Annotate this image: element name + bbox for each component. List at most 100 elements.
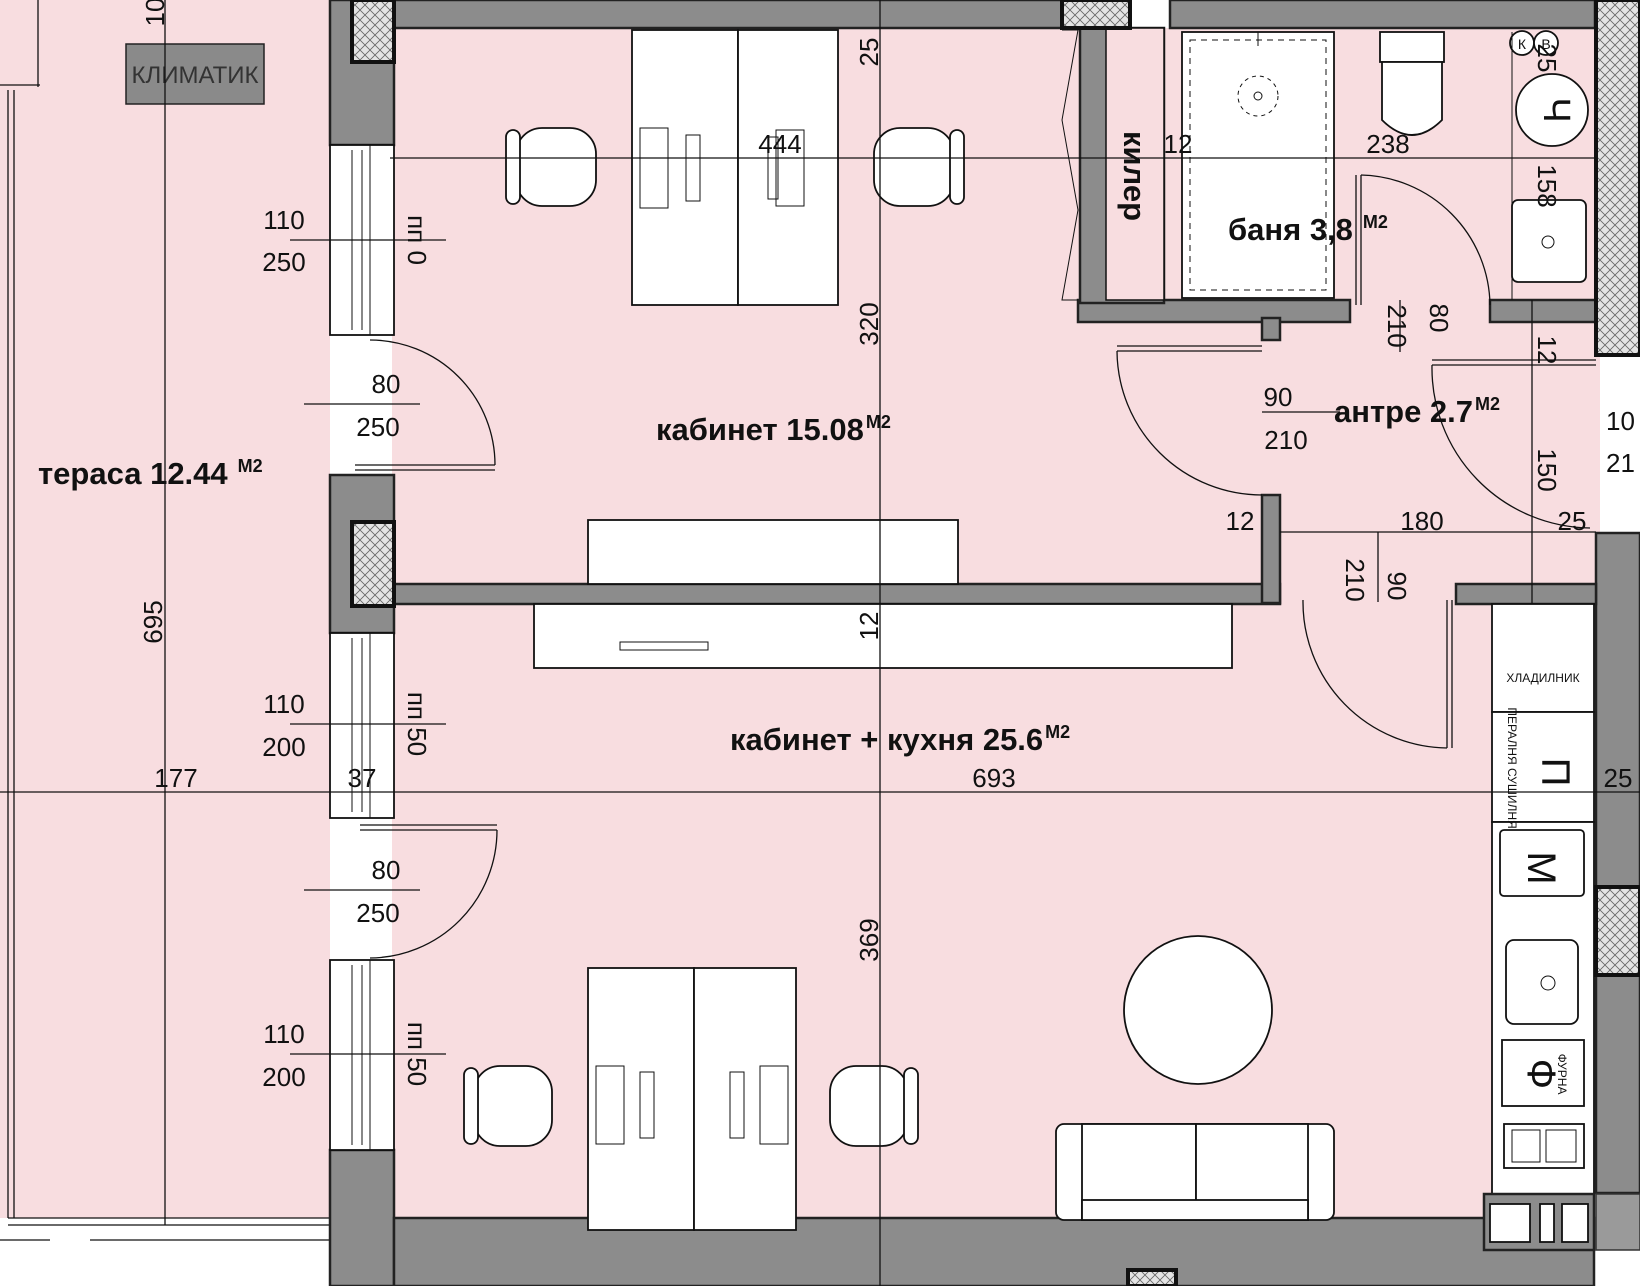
dim-office-depth: 320 — [854, 302, 884, 345]
door-office — [1116, 345, 1263, 496]
washer-letter: П — [1533, 758, 1577, 787]
dim-wall-12b: 12 — [1532, 336, 1562, 365]
toilet-bowl — [1381, 61, 1443, 136]
office-desk-left — [631, 29, 739, 306]
closet-label: килер — [1117, 131, 1152, 221]
oven — [1501, 1039, 1585, 1107]
window-top-width: 110 — [263, 205, 304, 235]
air-conditioner-box — [125, 43, 265, 105]
window-mid-width: 110 — [263, 689, 304, 719]
shower-tray — [1181, 31, 1335, 299]
dim-wall-12a: 12 — [1164, 129, 1193, 159]
dim-bath-158: 158 — [1532, 164, 1562, 207]
door-office-width: 90 — [1264, 382, 1293, 412]
toilet-tank — [1379, 31, 1445, 63]
office-chair-right — [873, 127, 965, 207]
kitchen-floor — [392, 598, 1592, 1270]
door-entrance — [1431, 359, 1596, 529]
window-top-sill: пп 0 — [402, 215, 432, 265]
dim-partition-12: 12 — [854, 612, 884, 641]
closet-box — [1105, 27, 1165, 301]
cooktop — [1503, 1123, 1585, 1169]
door-bath-width: 80 — [1424, 304, 1454, 333]
window-bottom — [329, 959, 395, 1151]
door-kitchen-width: 90 — [1382, 572, 1412, 601]
window-mid — [329, 632, 395, 819]
dim-top-25b: 25 — [1532, 44, 1562, 73]
entrance-floor — [1270, 320, 1600, 600]
washer-dryer-label: ПЕРАЛНЯ СУШИЛНЯ — [1505, 707, 1519, 828]
door-bathroom — [1355, 174, 1491, 306]
bathroom-fixtures — [1181, 30, 1589, 300]
office-sideboard — [587, 519, 959, 585]
dim-wall-25d: 25 — [1604, 763, 1633, 793]
work-desk-right — [693, 967, 797, 1231]
dim-bath-width: 238 — [1366, 129, 1409, 159]
door-top-width: 80 — [372, 369, 401, 399]
dim-top-25: 25 — [854, 38, 884, 67]
window-mid-height: 200 — [262, 732, 305, 762]
window-top-height: 250 — [262, 247, 305, 277]
microwave — [1499, 829, 1585, 897]
door-terrace-top — [355, 339, 496, 471]
office-furniture — [505, 29, 965, 585]
dim-top-10: 10 — [140, 0, 170, 26]
door-kitchen-height: 210 — [1340, 558, 1370, 601]
opening-labels: 110 250 пп 0 80 250 110 200 пп 50 80 250… — [262, 205, 1635, 1092]
window-mid-sill: пп 50 — [402, 692, 432, 756]
washer-dryer — [1491, 711, 1595, 823]
round-table — [1123, 935, 1273, 1085]
dim-entrance-180: 180 — [1400, 506, 1443, 536]
fridge — [1491, 603, 1595, 713]
dim-terrace-695: 695 — [138, 600, 168, 643]
walls — [328, 0, 1640, 1286]
fridge-label: ХЛАДИЛНИК — [1506, 671, 1579, 685]
door-entrance-partial-height: 21 — [1606, 448, 1635, 478]
dim-entrance-150: 150 — [1532, 448, 1562, 491]
microwave-letter: М — [1519, 851, 1563, 884]
v-mark-label: В — [1541, 36, 1550, 52]
work-chair-right — [829, 1065, 919, 1147]
k-mark-label: К — [1518, 36, 1527, 52]
door-bottom-height: 250 — [356, 898, 399, 928]
kitchen-counter — [1482, 603, 1640, 1252]
door-kitchen — [1302, 599, 1453, 749]
door-top-height: 250 — [356, 412, 399, 442]
air-conditioner-label: КЛИМАТИК — [132, 62, 259, 89]
door-office-height: 210 — [1264, 425, 1307, 455]
shaft-circle — [1515, 73, 1589, 147]
work-chair-left — [463, 1065, 553, 1147]
doors — [355, 174, 1596, 959]
appliance-labels: ХЛАДИЛНИК П ПЕРАЛНЯ СУШИЛНЯ М Ф ФУРНА Ч … — [1505, 36, 1580, 1094]
dim-wall-12c: 12 — [1226, 506, 1255, 536]
air-conditioner: КЛИМАТИК — [125, 43, 265, 105]
dim-office-width: 444 — [758, 129, 801, 159]
office-chair-left — [505, 127, 597, 207]
dim-main-693: 693 — [972, 763, 1015, 793]
closet-shelves — [1061, 29, 1079, 301]
terrace-outline — [0, 0, 330, 1241]
oven-letter: Ф — [1519, 1059, 1563, 1089]
door-bottom-width: 80 — [372, 855, 401, 885]
windows — [329, 144, 395, 1151]
bathroom-sink — [1511, 199, 1587, 283]
door-entrance-partial-width: 10 — [1606, 406, 1635, 436]
kitchen-hatch-boxes — [1482, 1192, 1596, 1252]
door-terrace-bottom — [360, 824, 498, 959]
oven-label: ФУРНА — [1555, 1054, 1569, 1095]
office-desk-right — [737, 29, 839, 306]
work-desk-left — [587, 967, 695, 1231]
window-bottom-width: 110 — [263, 1019, 304, 1049]
window-bottom-height: 200 — [262, 1062, 305, 1092]
shaft-letter: Ч — [1535, 97, 1577, 122]
v-marker — [1533, 30, 1559, 56]
kitchen-sink — [1505, 939, 1579, 1025]
dim-terrace-177: 177 — [154, 763, 197, 793]
